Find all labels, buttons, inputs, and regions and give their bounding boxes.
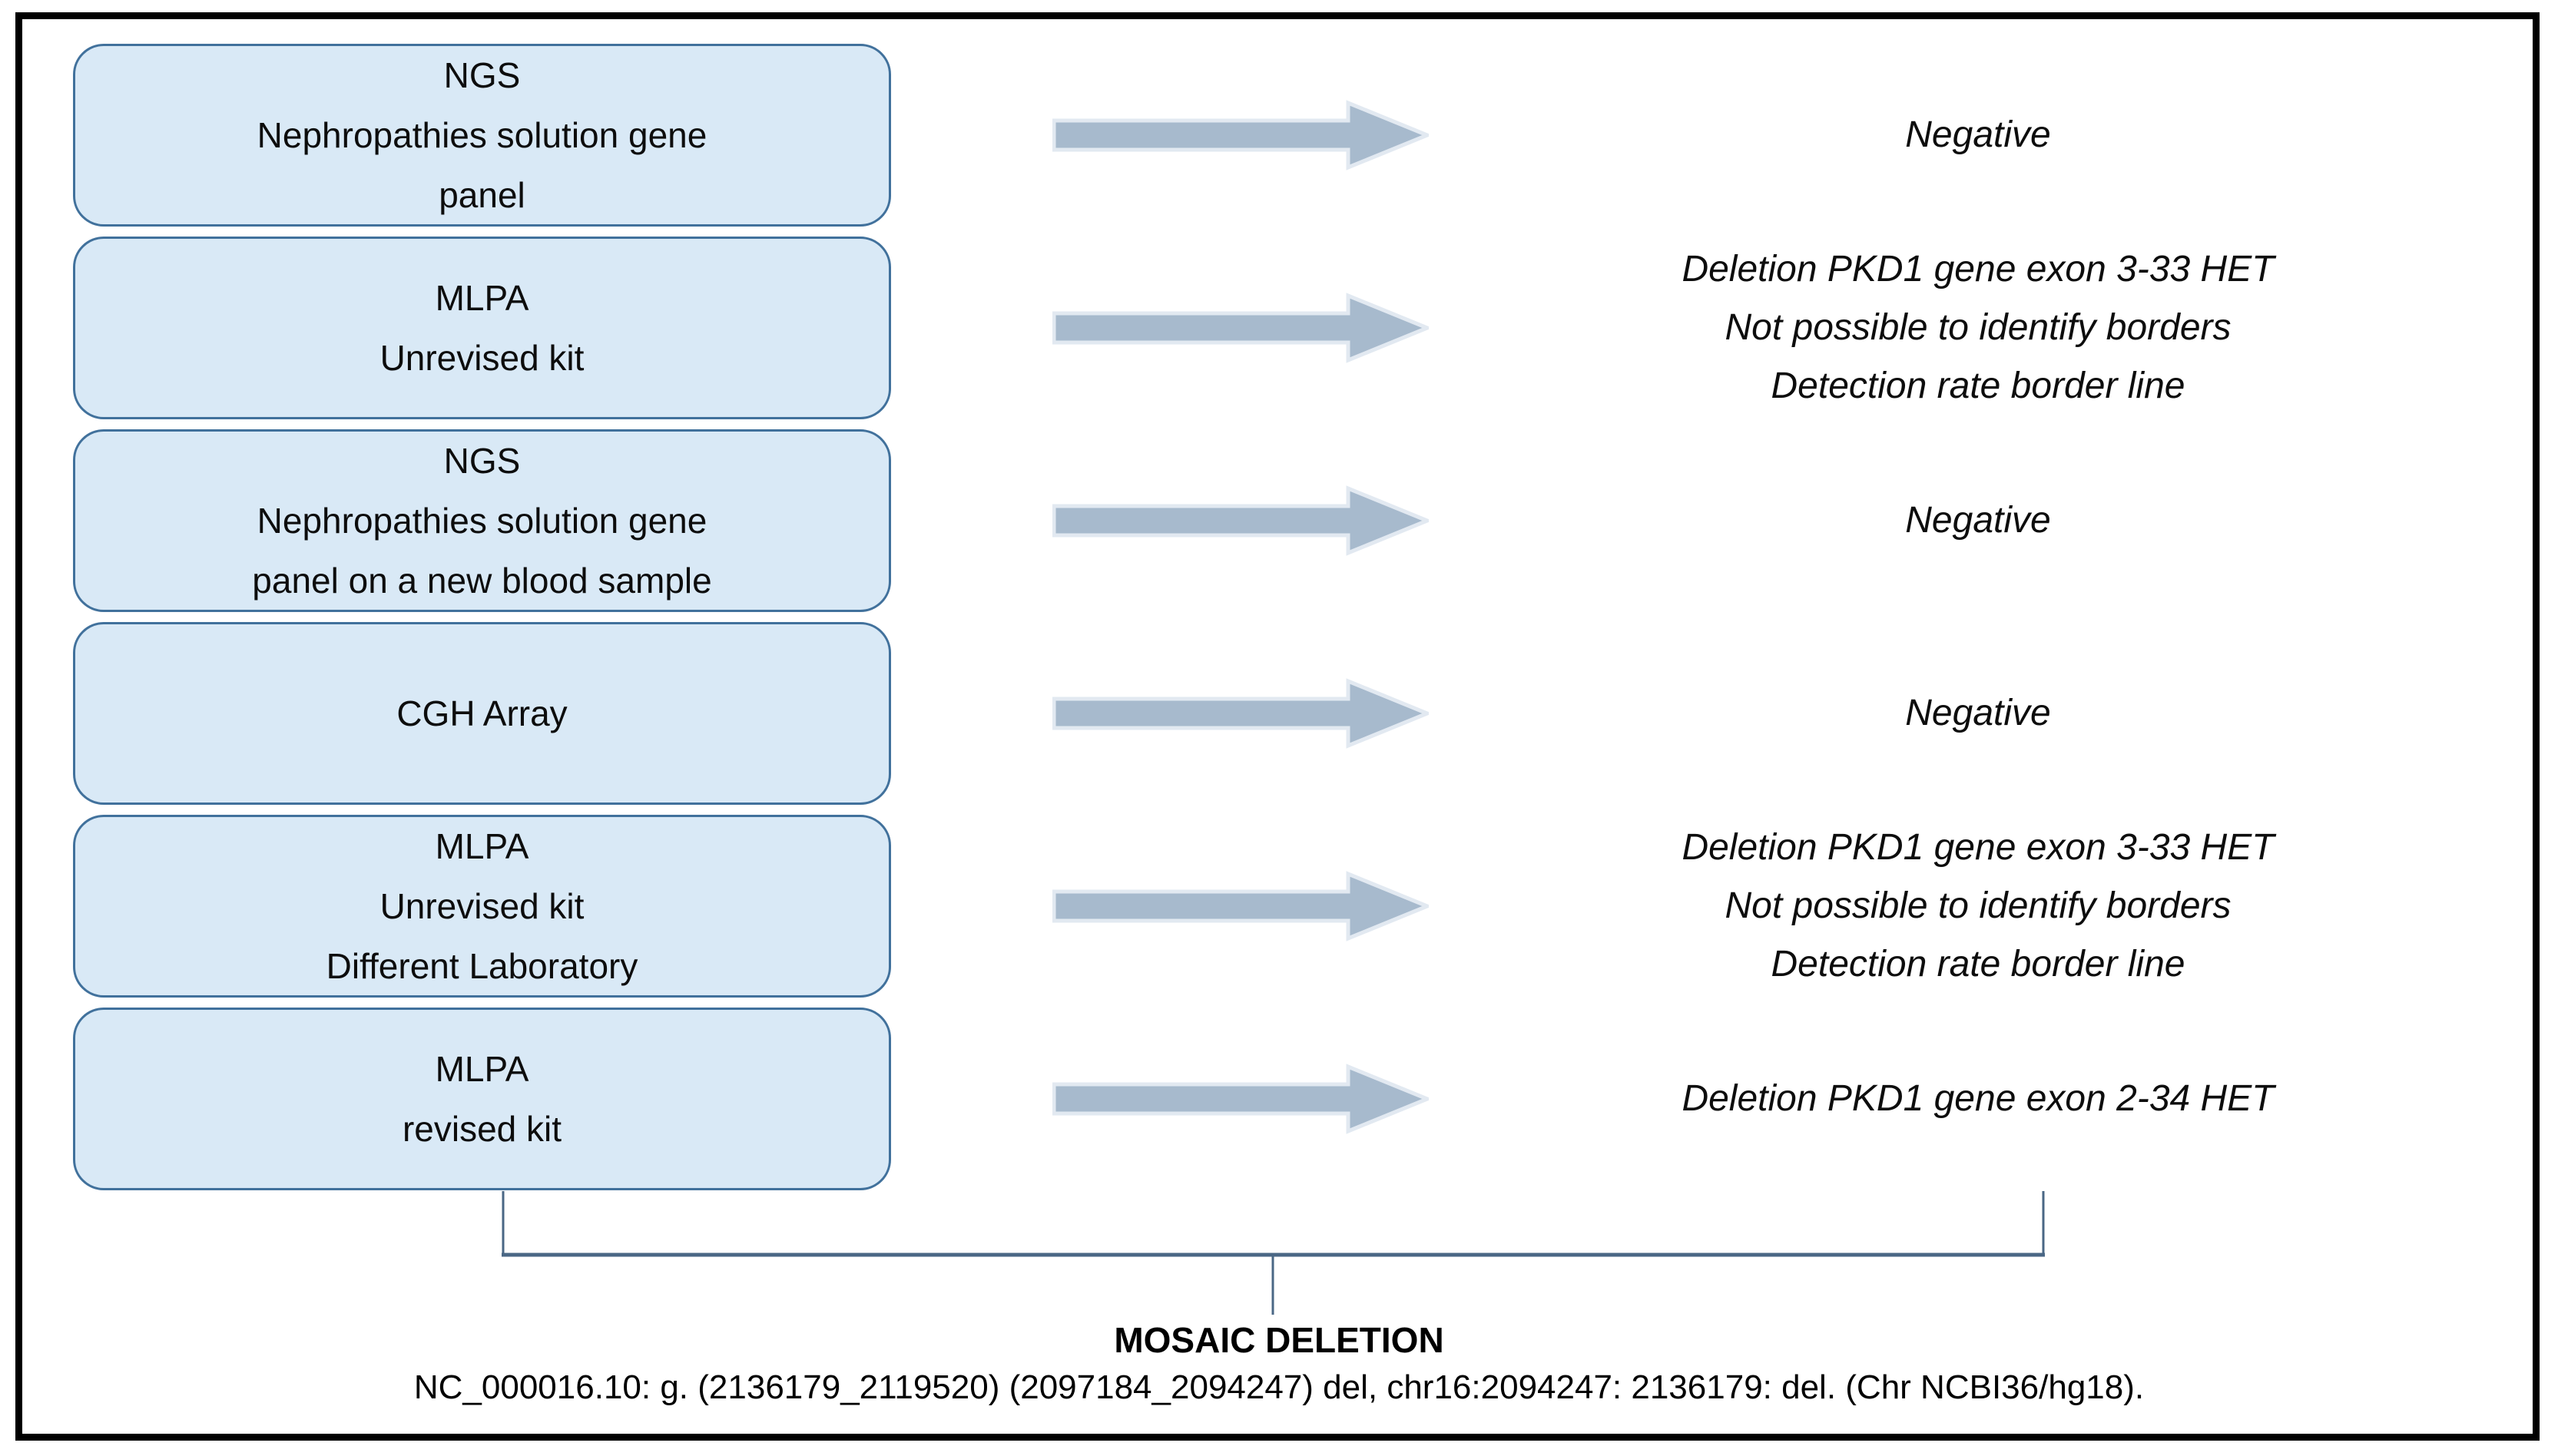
right-block-arrow-icon xyxy=(1052,293,1429,363)
diagram-row: MLPA revised kit Deletion PKD1 gene exon… xyxy=(73,1008,2527,1190)
result-text: Deletion PKD1 gene exon 3-33 HET Not pos… xyxy=(1682,249,2275,406)
test-box-mlpa-revised: MLPA revised kit xyxy=(73,1008,891,1190)
right-block-arrow-icon xyxy=(1052,1064,1429,1134)
diagram-row: NGS Nephropathies solution gene panel on… xyxy=(73,429,2527,612)
conclusion-block: MOSAIC DELETION NC_000016.10: g. (213617… xyxy=(0,1318,2558,1410)
test-box-mlpa-unrevised: MLPA Unrevised kit xyxy=(73,237,891,419)
result-text: Negative xyxy=(1905,114,2051,155)
conclusion-title: MOSAIC DELETION xyxy=(1114,1320,1444,1360)
arrow-cell xyxy=(891,1064,1429,1134)
right-block-arrow-icon xyxy=(1052,485,1429,556)
result-text: Negative xyxy=(1905,500,2051,541)
test-box-ngs-panel: NGS Nephropathies solution gene panel xyxy=(73,44,891,227)
right-block-arrow-icon xyxy=(1052,100,1429,170)
diagram-row: MLPA Unrevised kit Deletion PKD1 gene ex… xyxy=(73,237,2527,419)
test-box-mlpa-different-lab: MLPA Unrevised kit Different Laboratory xyxy=(73,815,891,998)
arrow-cell xyxy=(891,100,1429,170)
arrow-cell xyxy=(891,293,1429,363)
diagram-row: NGS Nephropathies solution gene panel Ne… xyxy=(73,44,2527,227)
result-text: Deletion PKD1 gene exon 3-33 HET Not pos… xyxy=(1682,827,2275,984)
diagram-row: CGH Array Negative xyxy=(73,622,2527,805)
diagram-rows: NGS Nephropathies solution gene panel Ne… xyxy=(73,44,2527,1190)
arrow-cell xyxy=(891,485,1429,556)
test-box-cgh-array: CGH Array xyxy=(73,622,891,805)
right-block-arrow-icon xyxy=(1052,678,1429,749)
diagram-row: MLPA Unrevised kit Different Laboratory … xyxy=(73,815,2527,998)
test-box-ngs-new-sample: NGS Nephropathies solution gene panel on… xyxy=(73,429,891,612)
arrow-cell xyxy=(891,871,1429,941)
arrow-cell xyxy=(891,678,1429,749)
right-block-arrow-icon xyxy=(1052,871,1429,941)
result-text: Deletion PKD1 gene exon 2-34 HET xyxy=(1682,1078,2275,1119)
figure-border xyxy=(15,12,2540,1441)
conclusion-detail: NC_000016.10: g. (2136179_2119520) (2097… xyxy=(413,1368,2145,1406)
result-text: Negative xyxy=(1905,693,2051,733)
